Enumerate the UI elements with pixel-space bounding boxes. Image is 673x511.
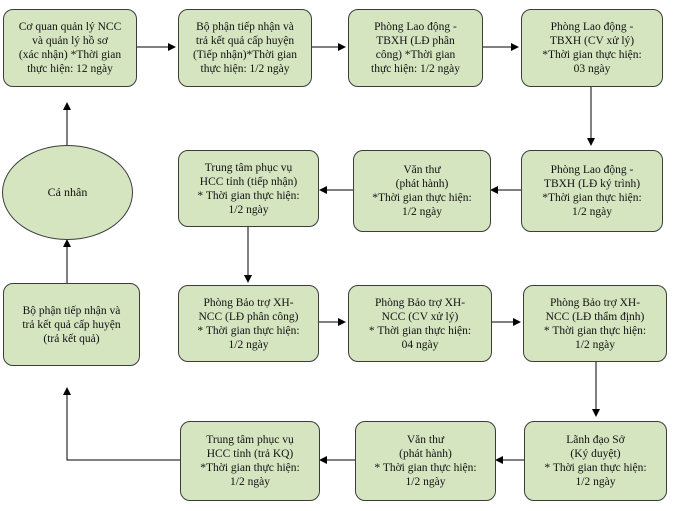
node-text: Văn thư (phát hành) *Thời gian thực hiện… <box>372 164 472 218</box>
node-lanh-dao-so: Lãnh đạo Sở (Ký duyệt) * Thời gian thực … <box>524 421 667 501</box>
node-text: Phòng Lao động - TBXH (CV xử lý) *Thời g… <box>542 21 642 75</box>
node-ldtb-cv-xu-ly: Phòng Lao động - TBXH (CV xử lý) *Thời g… <box>521 9 663 87</box>
node-text: Bộ phận tiếp nhận và trả kết quả cấp huy… <box>22 304 121 345</box>
node-text: Phòng Bảo trợ XH- NCC (LĐ thẩm định) * T… <box>543 296 647 351</box>
node-ncc: Cơ quan quản lý NCC và quản lý hồ sơ (xá… <box>3 9 137 87</box>
node-hcc-tiep-nhan: Trung tâm phục vụ HCC tỉnh (tiếp nhận) *… <box>178 150 319 227</box>
node-text: Phòng Bảo trợ XH- NCC (CV xử lý) * Thời … <box>368 296 472 351</box>
node-btxh-tham-dinh: Phòng Bảo trợ XH- NCC (LĐ thẩm định) * T… <box>523 285 667 362</box>
node-text: Trung tâm phục vụ HCC tỉnh (tiếp nhận) *… <box>197 161 300 216</box>
node-ldtb-phan-cong: Phòng Lao động - TBXH (LĐ phân công) *Th… <box>348 9 483 87</box>
node-receive2: Bộ phận tiếp nhận và trả kết quả cấp huy… <box>3 283 140 366</box>
node-receive1: Bộ phận tiếp nhận và trả kết quả cấp huy… <box>178 9 312 87</box>
node-ldtb-ky-trinh: Phòng Lao động - TBXH (LĐ ký trình) *Thờ… <box>521 150 663 232</box>
node-text: Văn thư (phát hành) * Thời gian thực hiệ… <box>374 434 477 488</box>
arrow-hcc2-to-receive2 <box>63 387 180 461</box>
node-text: Cơ quan quản lý NCC và quản lý hồ sơ (xá… <box>18 21 122 75</box>
node-text: Bộ phận tiếp nhận và trả kết quả cấp huy… <box>192 21 298 75</box>
node-text: Trung tâm phục vụ HCC tỉnh (trả KQ) *Thờ… <box>200 434 300 488</box>
node-van-thu-1: Văn thư (phát hành) *Thời gian thực hiện… <box>353 150 491 232</box>
node-btxh-phan-cong: Phòng Bảo trợ XH- NCC (LĐ phân công) * T… <box>178 285 319 362</box>
node-btxh-cv-xu-ly: Phòng Bảo trợ XH- NCC (CV xử lý) * Thời … <box>348 285 492 362</box>
node-text: Phòng Lao động - TBXH (LĐ ký trình) *Thờ… <box>542 164 642 218</box>
node-text: Phòng Bảo trợ XH- NCC (LĐ phân công) * T… <box>197 296 300 351</box>
node-ca-nhan: Cá nhân <box>2 145 133 240</box>
node-text: Phòng Lao động - TBXH (LĐ phân công) *Th… <box>371 21 460 75</box>
node-van-thu-2: Văn thư (phát hành) * Thời gian thực hiệ… <box>355 421 496 501</box>
node-hcc-tra-kq: Trung tâm phục vụ HCC tỉnh (trả KQ) *Thờ… <box>180 421 320 501</box>
node-text: Lãnh đạo Sở (Ký duyệt) * Thời gian thực … <box>544 434 647 488</box>
